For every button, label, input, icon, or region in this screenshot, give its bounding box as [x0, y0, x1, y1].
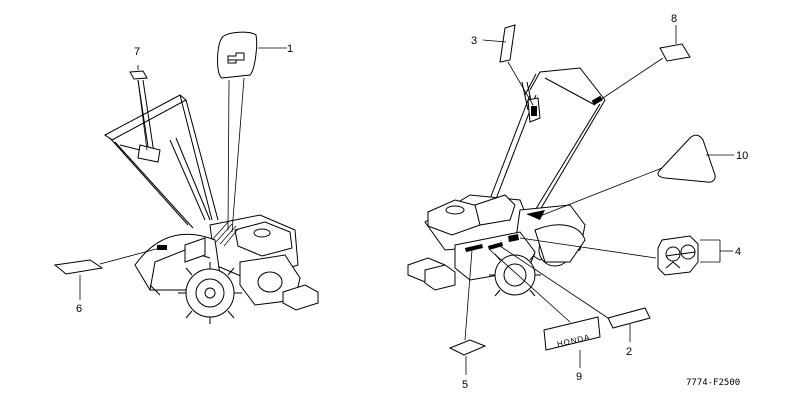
label-area-stripes-front	[465, 234, 519, 252]
callout-7: 7	[134, 46, 140, 58]
callout-6: 6	[76, 303, 82, 315]
label-7-decal	[129, 70, 148, 80]
label-10-decal	[657, 134, 716, 183]
label-6-decal	[53, 259, 104, 275]
label-9-decal: HONDA	[543, 316, 601, 351]
label-2-decal	[607, 307, 651, 329]
label-8-decal	[659, 43, 691, 62]
label-5-decal	[448, 339, 487, 356]
label-4-decal	[657, 235, 699, 276]
right-tiller	[407, 67, 606, 297]
label-1-area-stripes	[211, 221, 239, 247]
callout-4: 4	[735, 246, 741, 258]
label-3-decal	[499, 24, 516, 63]
left-tiller	[104, 79, 319, 324]
callout-9: 9	[576, 371, 582, 383]
callout-5: 5	[462, 379, 468, 391]
callout-2: 2	[626, 346, 632, 358]
callout-1: 1	[287, 43, 293, 55]
callout-10: 10	[736, 150, 748, 162]
label-1-decal	[217, 31, 258, 79]
callout-8: 8	[671, 13, 677, 25]
callout-3: 3	[471, 35, 477, 47]
left-tines	[178, 262, 242, 324]
diagram-code: 7774-F2500	[686, 378, 740, 388]
